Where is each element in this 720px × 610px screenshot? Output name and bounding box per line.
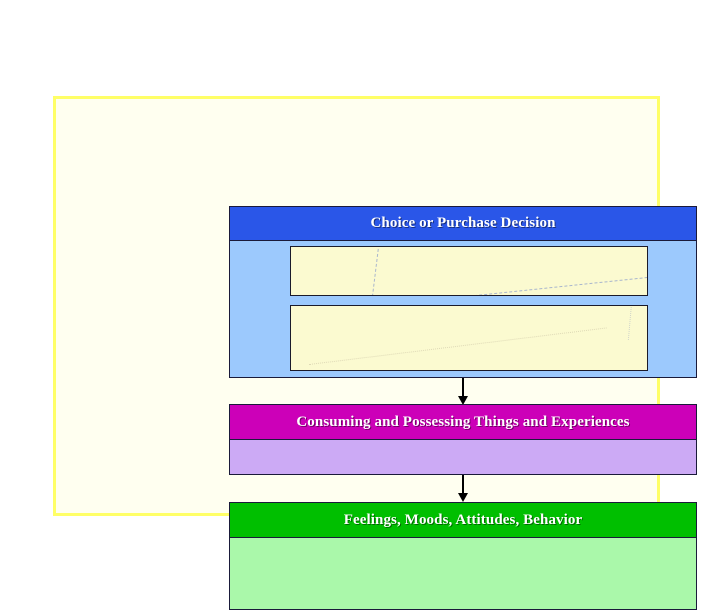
flow-arrow-down-icon-2 xyxy=(458,475,468,502)
flow-box-feelings-body xyxy=(230,538,696,609)
artifact-line-b xyxy=(418,274,647,295)
slide-canvas: Choice or Purchase Decision Consuming an… xyxy=(53,96,697,610)
flow-arrow-down-icon-1 xyxy=(458,378,468,405)
flow-box-feelings-header: Feelings, Moods, Attitudes, Behavior xyxy=(230,503,696,538)
inner-panel-bottom[interactable] xyxy=(290,305,648,371)
artifact-line-a xyxy=(370,247,380,295)
flow-box-feelings[interactable]: Feelings, Moods, Attitudes, Behavior xyxy=(229,502,697,610)
flow-box-choice-header: Choice or Purchase Decision xyxy=(230,207,696,241)
flow-box-consuming[interactable]: Consuming and Possessing Things and Expe… xyxy=(229,404,697,475)
inner-panel-top[interactable] xyxy=(290,246,648,296)
flow-box-choice[interactable]: Choice or Purchase Decision xyxy=(229,206,697,378)
flow-box-choice-body xyxy=(230,241,696,377)
flow-box-consuming-body xyxy=(230,440,696,474)
flow-box-consuming-header: Consuming and Possessing Things and Expe… xyxy=(230,405,696,440)
content-panel: Choice or Purchase Decision Consuming an… xyxy=(53,96,697,610)
artifact-line-d xyxy=(627,306,632,340)
artifact-line-c xyxy=(308,327,607,365)
